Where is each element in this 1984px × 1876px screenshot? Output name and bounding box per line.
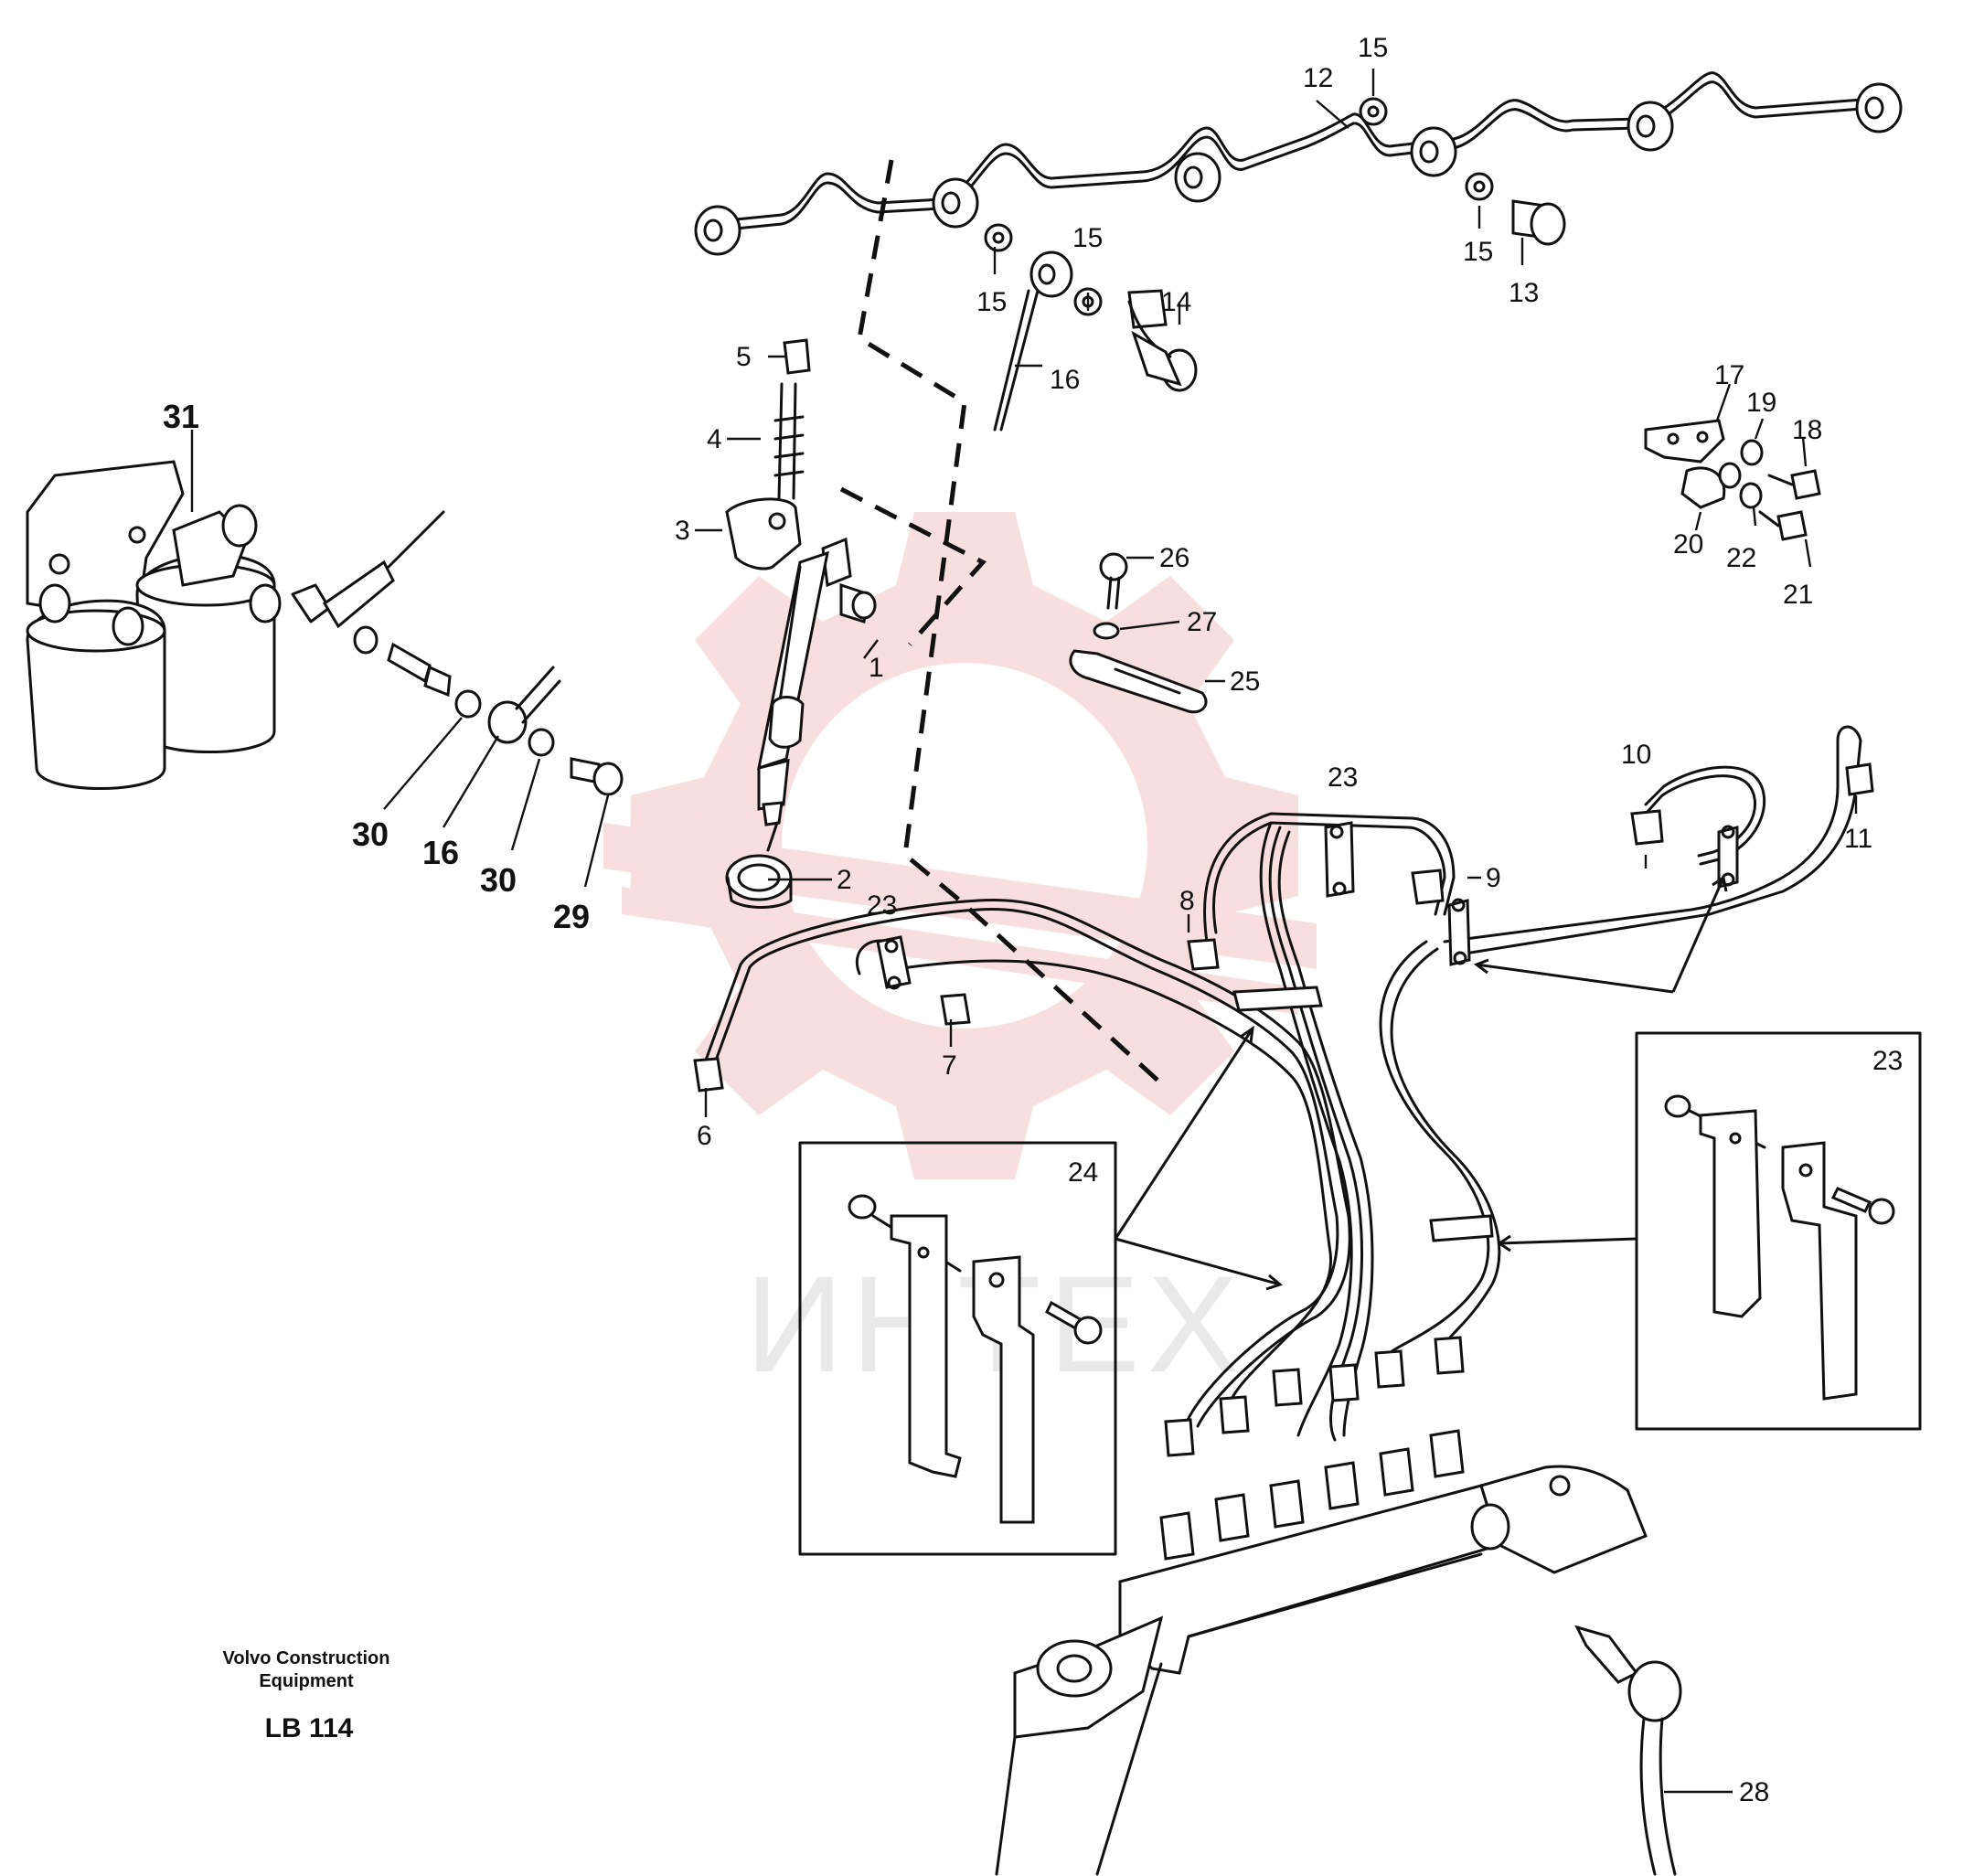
callout-23-left: 23 [867,890,897,921]
callout-21: 21 [1783,580,1813,610]
callout-15-top: 15 [1358,33,1388,63]
callout-27: 27 [1187,607,1217,637]
callout-16-pipe: 16 [1050,365,1080,395]
callout-17: 17 [1714,360,1744,390]
callout-15-left: 15 [976,287,1007,317]
callout-13: 13 [1509,278,1539,308]
callout-15-right: 15 [1463,237,1493,267]
injection-pump [995,1429,1682,1876]
dashed-guide-lines [839,159,1163,1085]
callout-4: 4 [707,424,722,454]
callout-9: 9 [1486,863,1501,893]
leak-off-pipe [993,250,1073,432]
callout-23-center: 23 [1328,762,1358,793]
clamp-left [876,935,912,990]
callout-5: 5 [736,342,752,372]
pointer-arrows [1114,875,1728,1291]
callout-28: 28 [1739,1777,1769,1807]
pump-outlets [1159,1429,1465,1561]
leader-lines [190,69,1858,1794]
callout-19: 19 [1746,388,1776,418]
clamp-bundle [1232,986,1494,1242]
callout-7: 7 [942,1050,957,1081]
fuel-filter-assembly [26,460,624,796]
callout-2: 2 [837,865,852,895]
clamp-center [1324,821,1355,898]
callout-3: 3 [675,516,690,546]
callout-30-right: 30 [480,861,517,899]
callout-31: 31 [163,398,199,435]
callout-12: 12 [1303,63,1333,93]
caption-company-line1: Volvo Construction [223,1648,390,1668]
callout-8: 8 [1179,886,1195,916]
callout-11: 11 [1844,824,1872,854]
callout-20: 20 [1673,529,1703,560]
callout-14: 14 [1161,287,1191,317]
callout-15-mid: 15 [1072,223,1103,253]
callout-16-filter: 16 [422,834,459,871]
callout-29: 29 [553,898,590,935]
caption-code: LB 114 [265,1713,354,1743]
bracket-small-parts [1644,419,1821,541]
callout-25: 25 [1230,666,1260,697]
caption-block: Volvo Construction Equipment LB 114 [223,1648,390,1743]
callout-10: 10 [1621,740,1651,770]
slotted-plate [1069,552,1208,714]
callout-6: 6 [697,1121,712,1151]
callout-26: 26 [1159,543,1189,573]
callout-18: 18 [1792,415,1822,445]
callout-24-box: 24 [1068,1157,1098,1188]
callout-labels: 1 2 3 4 5 6 7 8 9 10 11 12 13 14 15 15 1… [163,33,1903,1807]
detail-box-24 [798,1141,1117,1556]
fuel-return-rail [694,71,1903,392]
callout-22: 22 [1726,543,1756,573]
injector-assembly [725,338,877,909]
clamp-right [1447,898,1471,966]
callout-1: 1 [869,653,884,683]
detail-box-23 [1635,1031,1922,1431]
callout-23-box: 23 [1872,1046,1903,1076]
pipe-nuts [693,762,1874,1457]
injection-pipes [693,725,1874,1457]
callout-30-left: 30 [352,815,389,853]
caption-company-line2: Equipment [259,1671,354,1691]
